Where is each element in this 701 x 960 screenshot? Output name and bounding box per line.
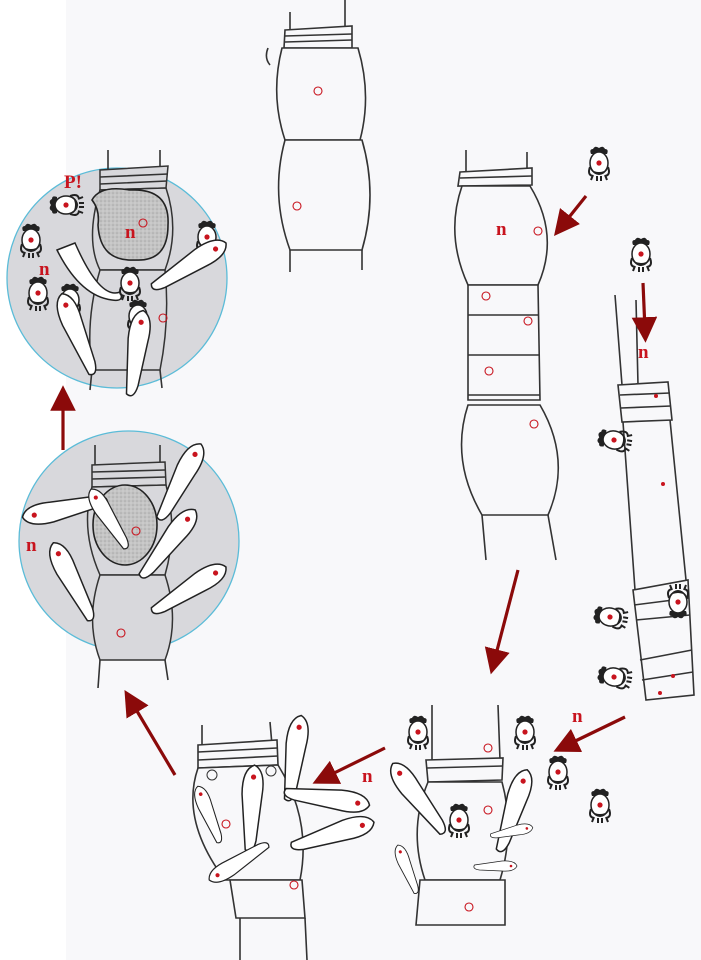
label-n: n: [26, 535, 37, 556]
label-n: n: [638, 342, 649, 363]
zoospore-icon: [514, 714, 536, 751]
zoospore-icon: [595, 663, 635, 691]
filament-healthy-top: [265, 0, 371, 272]
arrow-icon: [312, 746, 386, 784]
arrow-icon: [124, 689, 177, 776]
filament-germinating: [383, 704, 611, 926]
filament-penetrated: [190, 712, 378, 960]
germ-tube-icon: [55, 242, 123, 302]
zoospore-icon: [407, 714, 429, 751]
germ-tube-icon: [391, 842, 422, 897]
label-n: n: [125, 222, 136, 243]
zoospore-icon: [591, 603, 631, 631]
arrow-icon: [484, 569, 520, 675]
zoospore-icon: [588, 145, 610, 182]
zoospore-icon: [630, 236, 652, 273]
zoospore-icon: [589, 787, 611, 824]
filament-approached: [454, 150, 560, 561]
magnifier-circle-early: n: [18, 430, 240, 689]
zoospore-icon: [595, 426, 635, 454]
arrow-icon: [631, 282, 658, 343]
label-n: n: [572, 706, 583, 727]
arrow-icon: [553, 715, 626, 752]
arrow-icon: [554, 195, 588, 236]
magnifier-circle-penetration: P! n n: [6, 150, 232, 398]
label-n: n: [496, 219, 507, 240]
cycle-arrows: [50, 195, 658, 784]
zoospore-icon: [547, 754, 569, 791]
label-p-alert: P!: [64, 172, 82, 193]
label-n: n: [39, 259, 50, 280]
label-n: n: [362, 766, 373, 787]
